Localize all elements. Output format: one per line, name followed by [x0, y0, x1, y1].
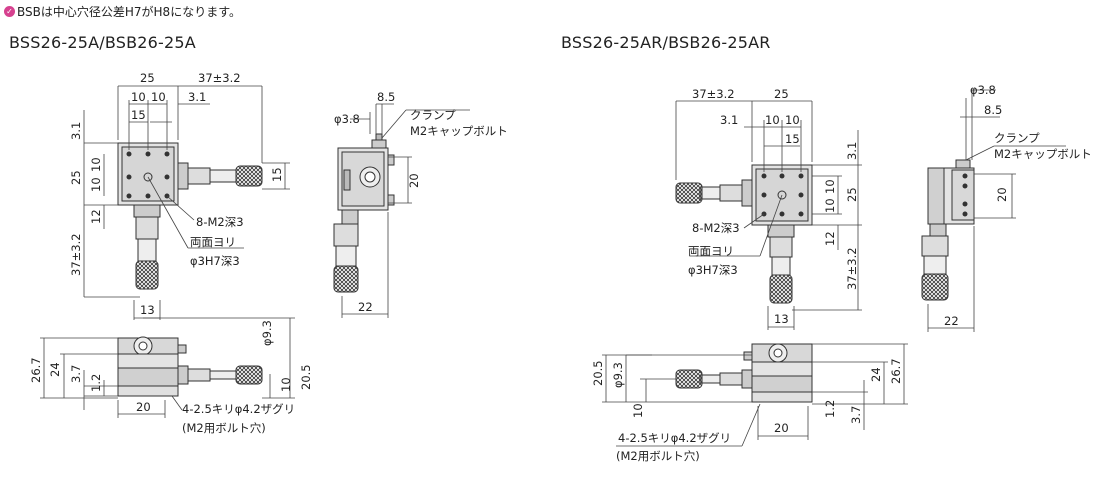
dim-label: 3.1: [845, 142, 859, 160]
dim-label: 20: [407, 173, 421, 188]
both-sides-label: 両面ヨリ: [688, 244, 734, 258]
dim-label: 1.2: [89, 374, 103, 392]
dim-label: 15: [131, 108, 146, 122]
bolt-label: M2キャップボルト: [410, 124, 508, 138]
dim-label: 10: [279, 377, 293, 392]
right-top-view: [675, 100, 862, 330]
dim-label: 13: [774, 312, 789, 326]
dim-label: 20: [136, 400, 151, 414]
dim-label: 37±3.2: [692, 87, 735, 101]
dim-label: 12: [823, 231, 837, 246]
dim-label: 22: [358, 300, 373, 314]
dim-label: 3.7: [69, 365, 83, 383]
drill-label: 4-2.5キリφ4.2ザグリ: [182, 402, 295, 416]
dim-label: 8.5: [984, 103, 1002, 117]
dim-label: 10: [823, 198, 837, 213]
dim-label: φ9.3: [260, 320, 274, 346]
dim-label: 20.5: [591, 360, 605, 386]
dim-label: 13: [140, 303, 155, 317]
drill-label: 4-2.5キリφ4.2ザグリ: [618, 431, 731, 445]
drill-note: (M2用ボルト穴): [182, 421, 266, 435]
header-note: ✓ BSBは中心穴径公差H7がH8になります。: [4, 3, 241, 20]
dim-label: 10: [89, 177, 103, 192]
dim-label: 12: [89, 209, 103, 224]
dim-label: φ3.8: [334, 112, 360, 126]
right-front-dims: 20.5 φ9.3 10 24 26.7 1.2 3.7 20 4-2.5キリφ…: [591, 358, 903, 463]
right-side-view: [921, 89, 1066, 332]
hole-label: φ3H7深3: [190, 254, 240, 268]
tap-label: 8-M2深3: [692, 221, 740, 235]
dim-label: 3.1: [188, 90, 206, 104]
left-top-view: [83, 85, 290, 320]
clamp-label: クランプ: [994, 131, 1040, 145]
dim-label: 10: [151, 90, 166, 104]
right-top-dims: 37±3.2 25 3.1 10 10 15 3.1 25 10 10 12 3…: [688, 87, 859, 326]
dim-label: 20: [774, 421, 789, 435]
dim-label: 37±3.2: [845, 247, 859, 290]
drill-note: (M2用ボルト穴): [616, 449, 700, 463]
dim-label: 25: [69, 170, 83, 185]
left-top-dims: 25 37±3.2 10 10 15 3.1 3.1 25 10 10 12 3…: [69, 71, 284, 317]
right-title: BSS26-25AR/BSB26-25AR: [561, 33, 771, 52]
dim-label: 15: [270, 167, 284, 182]
dim-label: 3.1: [69, 122, 83, 140]
dim-label: 26.7: [29, 357, 43, 383]
dim-label: 10: [823, 179, 837, 194]
dim-label: 1.2: [823, 400, 837, 418]
dim-label: φ9.3: [611, 362, 625, 388]
dim-label: 24: [869, 367, 883, 382]
dim-label: 15: [785, 132, 800, 146]
dim-label: 22: [944, 314, 959, 328]
dim-label: 25: [774, 87, 789, 101]
dim-label: 10: [785, 113, 800, 127]
dim-label: 3.7: [849, 406, 863, 424]
dim-label: 25: [140, 71, 155, 85]
tap-label: 8-M2深3: [196, 215, 244, 229]
info-check-icon: ✓: [4, 6, 15, 17]
left-title: BSS26-25A/BSB26-25A: [9, 33, 196, 52]
dim-label: 20: [995, 187, 1009, 202]
dim-label: 26.7: [889, 358, 903, 384]
left-side-dims: φ3.8 8.5 クランプ M2キャップボルト 20 22: [334, 90, 508, 314]
right-front-view: [602, 343, 908, 447]
dim-label: 37±3.2: [69, 233, 83, 276]
dim-label: 37±3.2: [198, 71, 241, 85]
left-front-dims: φ9.3 26.7 24 3.7 1.2 10 20.5 20 4-2.5キリφ…: [29, 320, 313, 435]
dim-label: 10: [131, 90, 146, 104]
left-side-view: [333, 103, 470, 318]
both-sides-label: 両面ヨリ: [190, 235, 236, 249]
dim-label: 10: [89, 157, 103, 172]
hole-label: φ3H7深3: [688, 263, 738, 277]
clamp-label: クランプ: [410, 108, 456, 122]
right-side-dims: φ3.8 8.5 クランプ M2キャップボルト 20 22: [944, 83, 1092, 328]
left-front-view: [40, 317, 295, 418]
note-text: BSBは中心穴径公差H7がH8になります。: [17, 5, 241, 19]
bolt-label: M2キャップボルト: [994, 147, 1092, 161]
dim-label: 20.5: [299, 364, 313, 390]
dim-label: 10: [765, 113, 780, 127]
dim-label: φ3.8: [970, 83, 996, 97]
dim-label: 10: [631, 403, 645, 418]
dim-label: 3.1: [720, 113, 738, 127]
dim-label: 25: [845, 187, 859, 202]
dim-label: 24: [48, 362, 62, 377]
dim-label: 8.5: [377, 90, 395, 104]
